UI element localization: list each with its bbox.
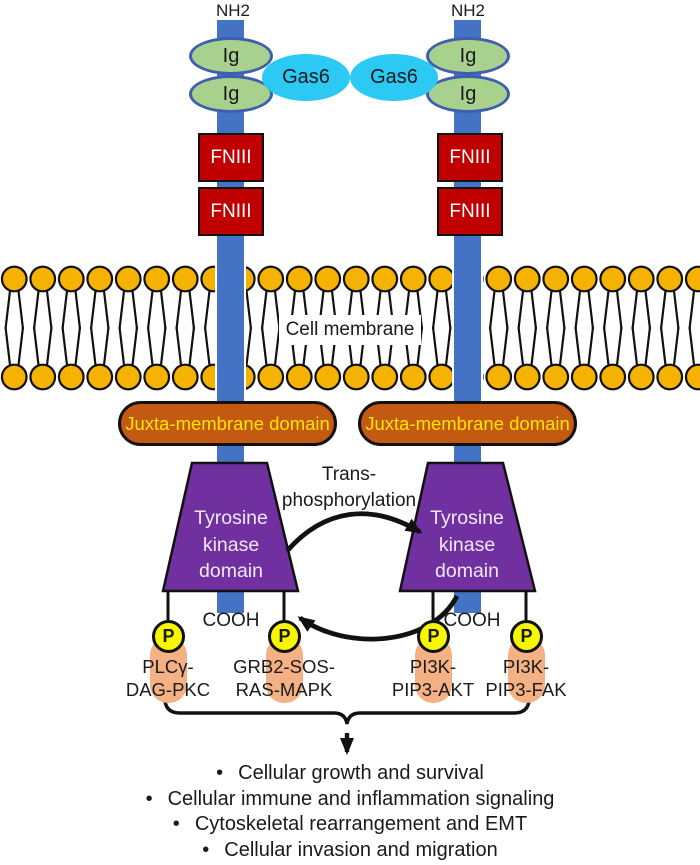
pathway-line: PI3K-	[502, 656, 550, 677]
right-fniii-domain-1: FNIII	[437, 133, 503, 182]
kinase-line: domain	[435, 560, 499, 582]
outcome-text: Cellular invasion and migration	[224, 838, 498, 861]
bullet-icon: •	[202, 838, 210, 861]
pathway-line: PIP3-FAK	[485, 679, 567, 700]
phospho-site-2: P	[268, 620, 301, 653]
kinase-line: domain	[199, 560, 263, 582]
outcome-text: Cytoskeletal rearrangement and EMT	[194, 813, 528, 835]
outcome-item-4: • Cellular invasion and migration	[0, 838, 700, 864]
pathway-label-grb2: GRB2-SOS- RAS-MAPK	[219, 655, 349, 701]
kinase-line: kinase	[202, 533, 260, 556]
trans-phosphorylation-label: Trans- phosphorylation	[274, 462, 424, 514]
right-nh2-label: NH2	[450, 1, 485, 20]
right-gas6-ligand: Gas6	[350, 54, 438, 101]
pathway-line: RAS-MAPK	[235, 679, 333, 700]
gas6-label: Gas6	[282, 66, 330, 88]
bullet-icon: •	[145, 787, 153, 810]
left-fniii-domain-1: FNIII	[198, 133, 264, 182]
cell-membrane-label: Cell membrane	[279, 315, 421, 345]
fniii-label: FNIII	[210, 200, 252, 222]
fniii-label: FNIII	[449, 200, 491, 222]
trans-line: phosphorylation	[281, 490, 417, 511]
ig-label: Ig	[222, 44, 240, 67]
left-juxta-membrane-domain: Juxta-membrane domain	[118, 401, 337, 446]
ig-label: Ig	[459, 44, 477, 67]
outcome-text: Cellular immune and inflammation signali…	[167, 787, 555, 810]
ig-label: Ig	[459, 82, 477, 105]
phospho-site-3: P	[417, 620, 450, 653]
juxta-label: Juxta-membrane domain	[365, 412, 570, 434]
pathway-label-plcg: PLCγ- DAG-PKC	[103, 655, 233, 701]
left-cooh-label: COOH	[202, 610, 260, 631]
ig-label: Ig	[222, 82, 240, 105]
gas6-label: Gas6	[370, 66, 418, 88]
outcome-item-2: • Cellular immune and inflammation signal…	[0, 787, 700, 813]
pathway-line: GRB2-SOS-	[233, 656, 335, 677]
pathways-brace-icon	[163, 699, 531, 725]
pathway-line: DAG-PKC	[125, 679, 211, 700]
right-ig-domain-1: Ig	[426, 37, 510, 75]
pathway-line: PIP3-AKT	[391, 679, 475, 700]
left-gas6-ligand: Gas6	[262, 54, 350, 101]
left-kinase-label: Tyrosine kinase domain	[156, 505, 306, 585]
left-ig-domain-2: Ig	[189, 75, 273, 113]
pathway-label-pi3k-fak: PI3K- PIP3-FAK	[461, 655, 591, 701]
pathway-label-pi3k-akt: PI3K- PIP3-AKT	[368, 655, 498, 701]
kinase-line: kinase	[438, 533, 496, 556]
outcome-item-3: • Cytoskeletal rearrangement and EMT	[0, 812, 700, 838]
pathway-line: PI3K-	[409, 656, 457, 677]
pathway-line: PLCγ-	[142, 656, 194, 677]
p-label: P	[520, 626, 533, 646]
p-label: P	[427, 626, 440, 646]
p-label: P	[162, 626, 175, 646]
trans-line: Trans-	[321, 464, 377, 485]
right-juxta-membrane-domain: Juxta-membrane domain	[358, 401, 577, 446]
outcome-text: Cellular growth and survival	[238, 762, 484, 784]
fniii-label: FNIII	[449, 146, 491, 168]
outcomes-list: • Cellular growth and survival • Cellular …	[0, 761, 700, 863]
juxta-label: Juxta-membrane domain	[125, 412, 330, 434]
p-label: P	[278, 626, 291, 646]
outcome-item-1: • Cellular growth and survival	[0, 761, 700, 787]
right-kinase-label: Tyrosine kinase domain	[392, 505, 542, 585]
left-ig-domain-1: Ig	[189, 37, 273, 75]
phospho-site-4: P	[510, 620, 543, 653]
left-fniii-domain-2: FNIII	[198, 187, 264, 236]
right-fniii-domain-2: FNIII	[437, 187, 503, 236]
right-ig-domain-2: Ig	[426, 75, 510, 113]
bullet-icon: •	[216, 762, 224, 784]
phospho-site-1: P	[152, 620, 185, 653]
left-nh2-label: NH2	[215, 1, 250, 20]
bullet-icon: •	[172, 813, 180, 835]
fniii-label: FNIII	[210, 146, 252, 168]
